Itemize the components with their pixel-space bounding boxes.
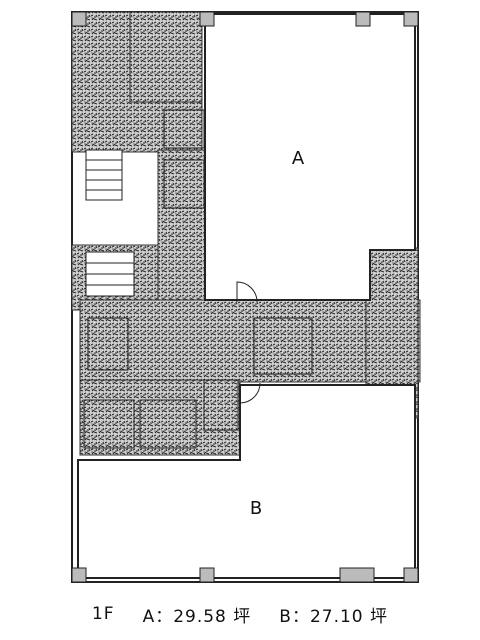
floor-label: 1F (91, 604, 115, 624)
room-b-label: B (250, 498, 262, 519)
floor-plan: A B (71, 11, 421, 583)
stairs (85, 149, 135, 297)
area-b-label: B：27.10 坪 (279, 606, 389, 627)
area-a-label: A：29.58 坪 (142, 606, 252, 627)
room-a-label: A (292, 148, 305, 169)
area-caption: 1F A：29.58 坪 B：27.10 坪 (0, 596, 480, 632)
doors (236, 281, 261, 404)
columns (71, 11, 419, 583)
